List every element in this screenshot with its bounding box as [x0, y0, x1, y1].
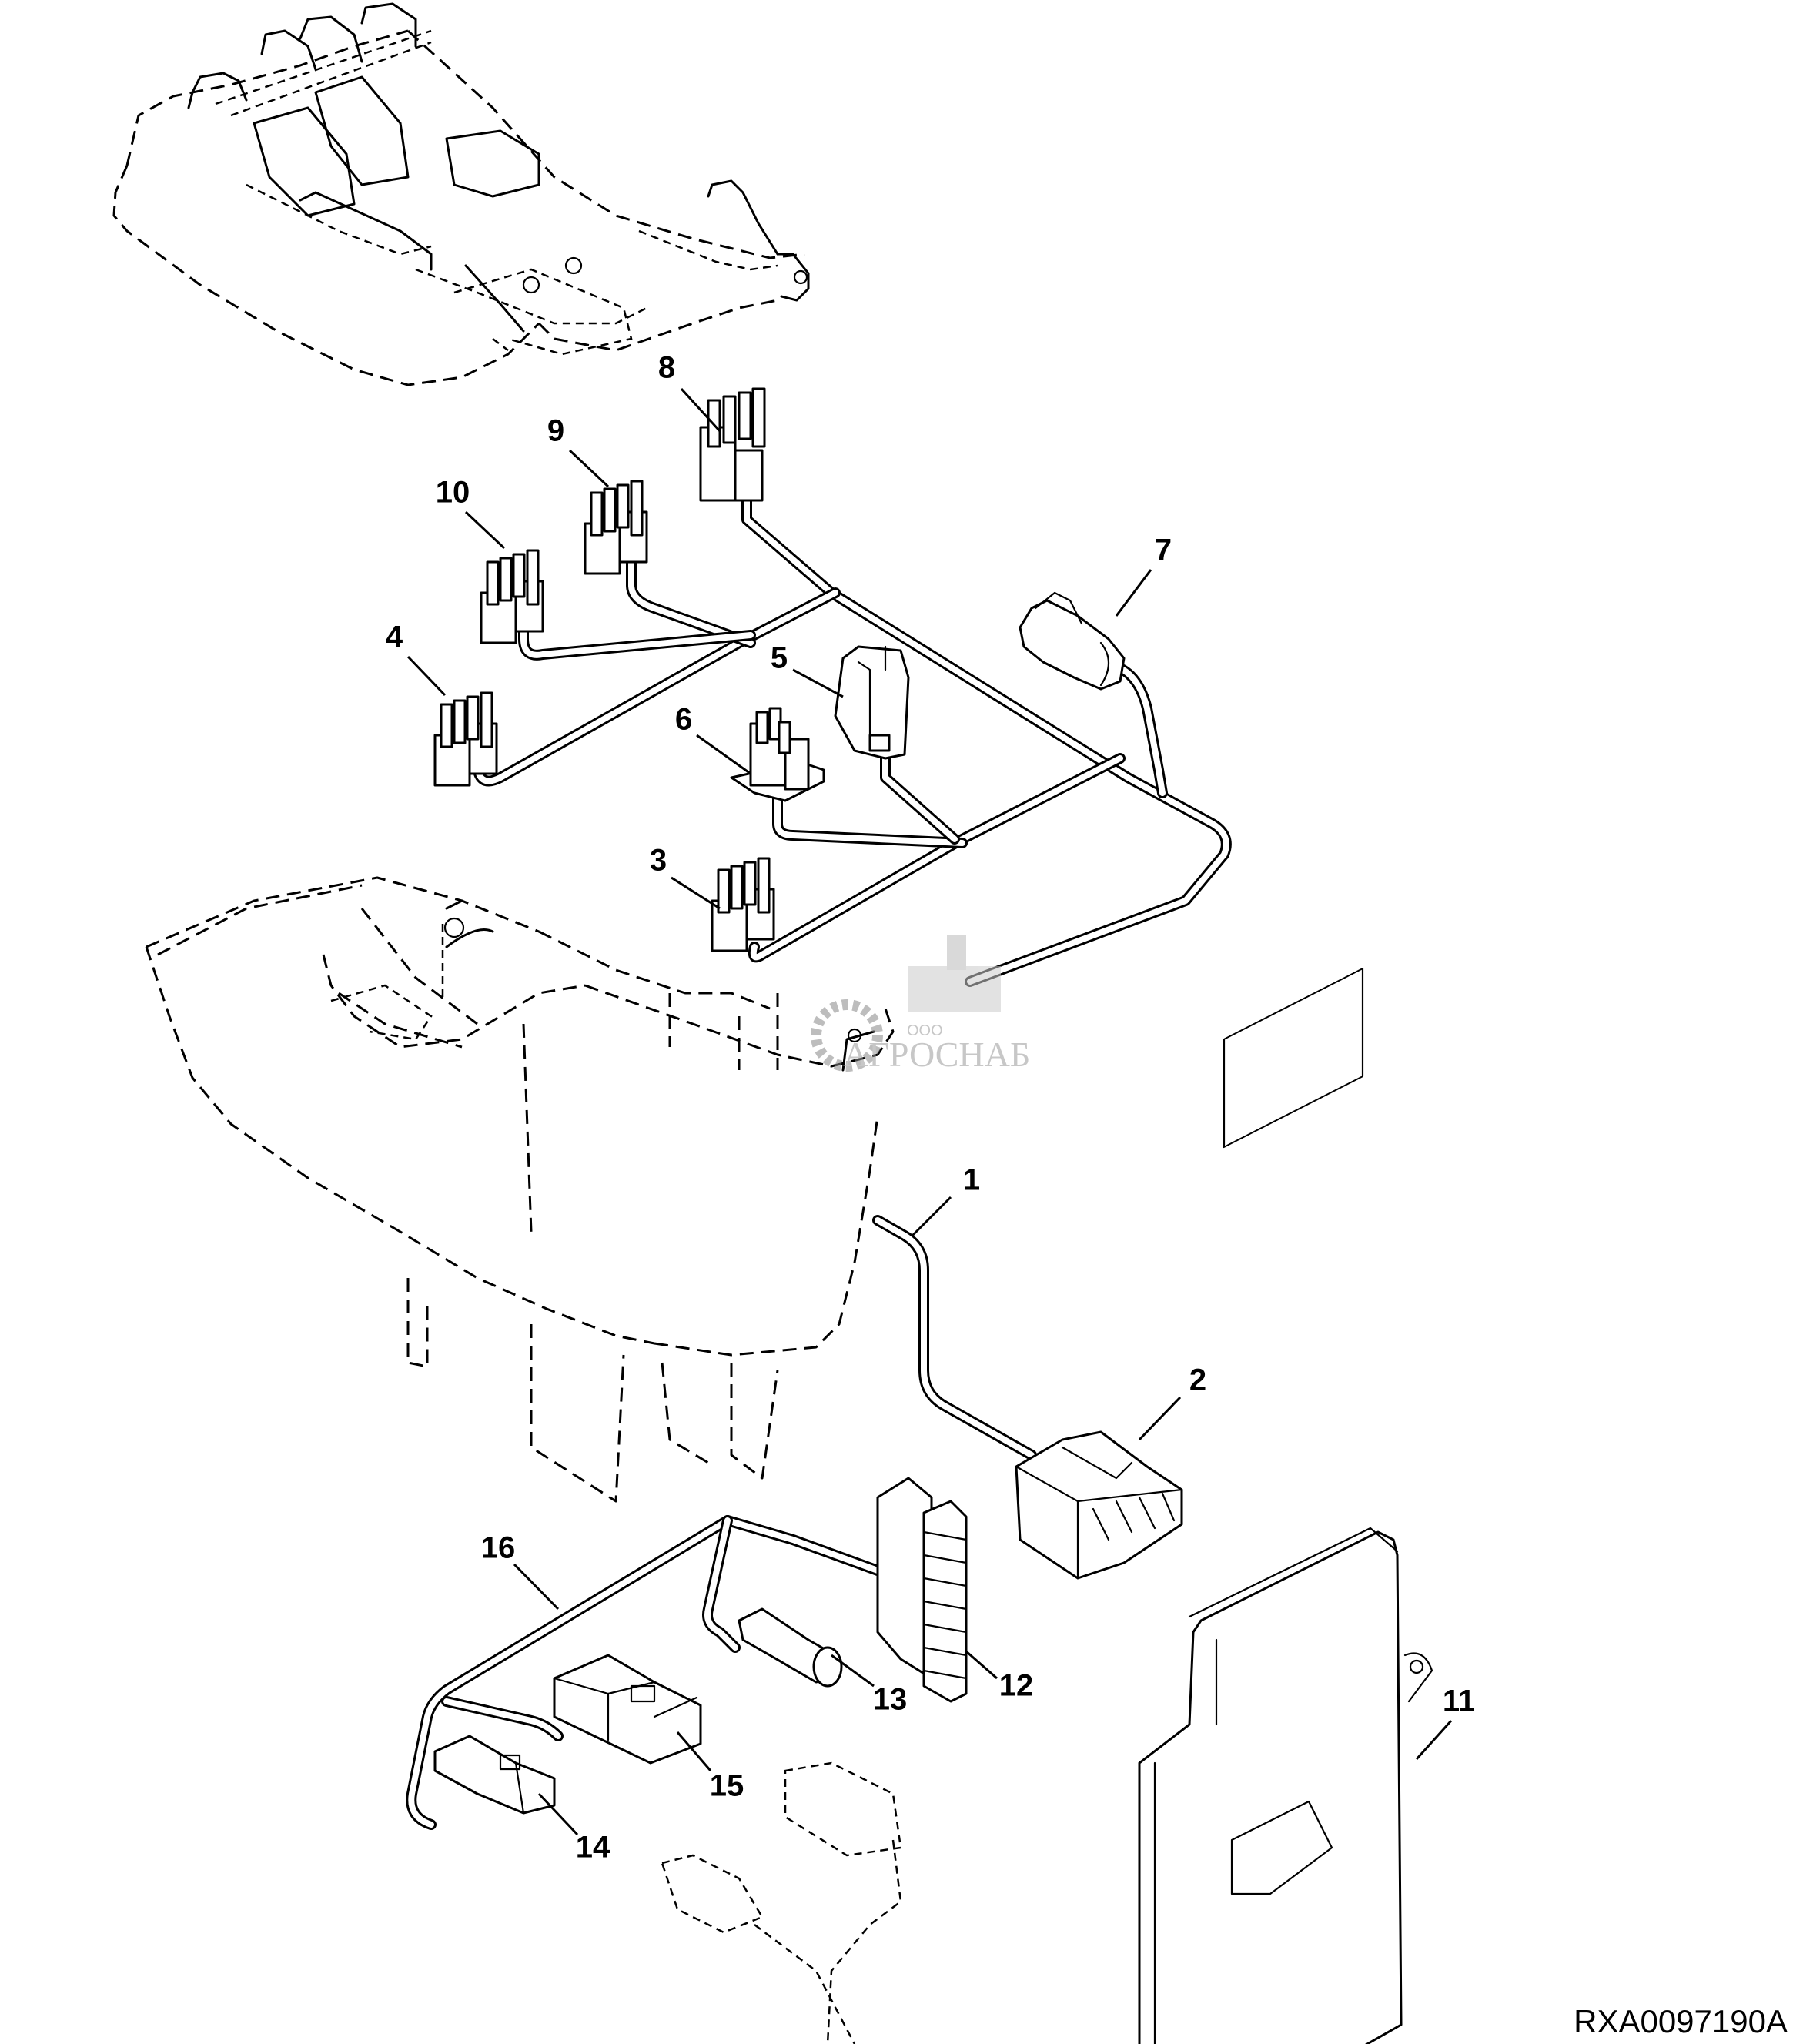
connector-13[interactable] [738, 1607, 843, 1688]
connector-5[interactable] [834, 645, 910, 760]
connector-8[interactable] [699, 387, 766, 502]
connector-9[interactable] [584, 480, 648, 575]
phantom-connectors [661, 1761, 902, 2044]
callout-11[interactable]: 11 [1443, 1684, 1475, 1718]
callout-14[interactable]: 14 [576, 1831, 610, 1865]
figure-id: RXA0097190A [1574, 2003, 1788, 2039]
control-unit-11[interactable] [1138, 967, 1433, 2044]
watermark: ООО АГРОСНАБ [811, 935, 1030, 1074]
upper-harness [472, 487, 1232, 987]
leader-lines [406, 387, 1453, 1836]
callout-1[interactable]: 1 [963, 1163, 980, 1197]
watermark-prefix: ООО [907, 1022, 943, 1039]
callout-8[interactable]: 8 [658, 351, 675, 385]
harness-16 [406, 1515, 883, 1830]
callout-7[interactable]: 7 [1155, 534, 1172, 567]
callout-12[interactable]: 12 [999, 1669, 1034, 1703]
connector-4[interactable] [433, 691, 498, 787]
connector-10[interactable] [480, 549, 544, 644]
callout-9[interactable]: 9 [547, 414, 564, 448]
connector-7[interactable] [1019, 591, 1126, 691]
harness-1 [872, 1215, 1037, 1460]
callout-4[interactable]: 4 [386, 621, 403, 654]
callout-3[interactable]: 3 [650, 844, 667, 878]
connector-2[interactable] [1015, 1430, 1183, 1580]
callout-10[interactable]: 10 [436, 476, 470, 510]
connector-14[interactable] [433, 1735, 556, 1815]
callout-13[interactable]: 13 [873, 1683, 908, 1717]
callout-16[interactable]: 16 [481, 1531, 516, 1565]
callouts: 8 9 10 4 5 6 7 3 1 2 16 13 12 15 14 11 [386, 351, 1475, 1865]
connector-12[interactable] [876, 1477, 968, 1703]
connector-3[interactable] [711, 857, 775, 952]
connector-6[interactable] [730, 707, 825, 802]
callout-6[interactable]: 6 [675, 703, 692, 737]
connector-15[interactable] [553, 1654, 702, 1765]
upper-console-phantom [112, 2, 810, 386]
callout-2[interactable]: 2 [1189, 1363, 1206, 1397]
callout-5[interactable]: 5 [771, 641, 788, 675]
callout-15[interactable]: 15 [710, 1769, 744, 1803]
watermark-name: АГРОСНАБ [843, 1035, 1030, 1074]
lower-housing-phantom [145, 876, 895, 1503]
